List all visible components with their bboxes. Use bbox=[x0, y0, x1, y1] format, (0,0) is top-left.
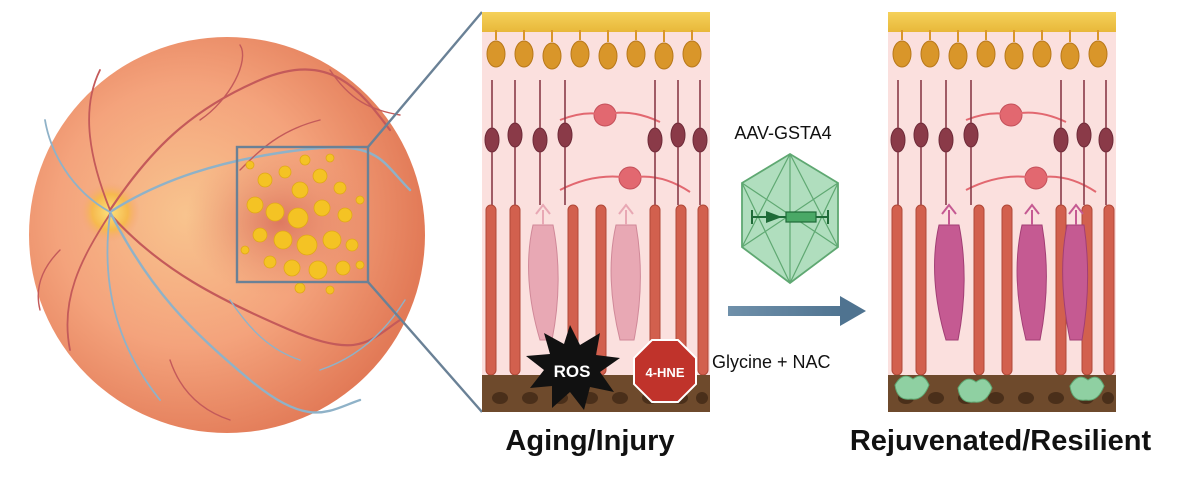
aav-capsid-icon bbox=[742, 154, 838, 283]
retina-fundus-image bbox=[29, 37, 425, 433]
aav-gsta4-label: AAV-GSTA4 bbox=[718, 123, 848, 144]
hne-stop-sign-icon: 4-HNE bbox=[634, 340, 696, 402]
retina-section-rejuvenated bbox=[888, 12, 1116, 412]
retina-section-aging: ROS 4-HNE bbox=[482, 12, 710, 412]
glycine-nac-label: Glycine + NAC bbox=[712, 352, 872, 373]
aging-injury-caption: Aging/Injury bbox=[470, 425, 710, 458]
rejuvenated-resilient-caption: Rejuvenated/Resilient bbox=[828, 425, 1173, 458]
ros-label: ROS bbox=[554, 362, 591, 381]
hne-label: 4-HNE bbox=[645, 365, 684, 380]
treatment-arrow bbox=[728, 296, 866, 326]
